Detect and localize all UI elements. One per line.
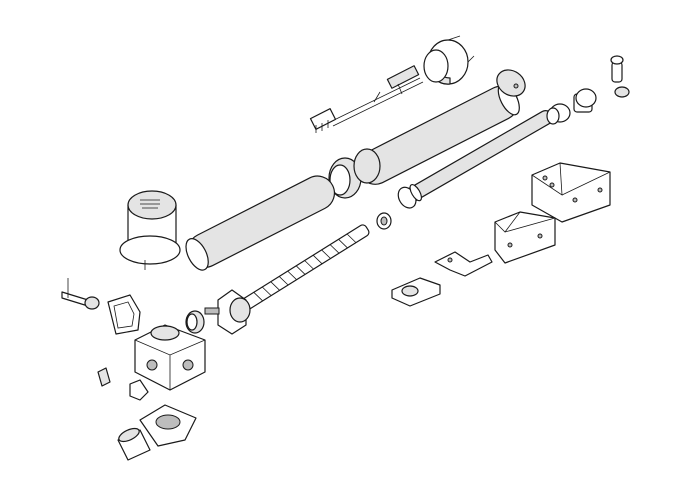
motor-cover: [119, 190, 181, 270]
tube-collar: [328, 148, 381, 199]
drive-gear: [185, 310, 205, 334]
cylinder-sleeve: [117, 427, 151, 461]
flat-link-plate: [434, 251, 493, 277]
cable-clamp: [129, 379, 149, 401]
base-plate: [139, 404, 197, 447]
cable-with-connector: [309, 65, 424, 133]
gearbox-housing: [134, 324, 206, 391]
end-cap: [423, 35, 475, 85]
gasket-frame: [107, 294, 141, 335]
outer-tube-lower: [185, 175, 336, 271]
bracket-large: [531, 162, 611, 223]
round-plate: [496, 69, 526, 97]
bracket-medium: [494, 211, 556, 264]
sensor-pin: [61, 278, 100, 310]
small-clip: [97, 367, 111, 387]
mounting-flange: [204, 289, 251, 335]
washer-ring: [376, 212, 392, 230]
rod-fittings: [546, 55, 630, 125]
pivot-clamp: [391, 277, 441, 307]
